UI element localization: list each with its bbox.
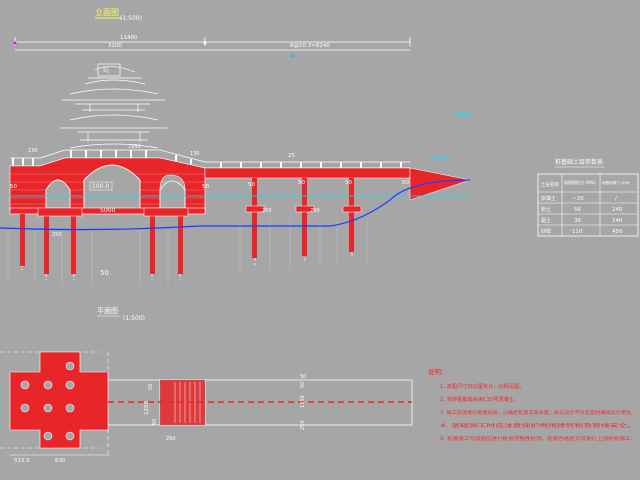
svg-text:36: 36 bbox=[574, 218, 581, 224]
table-row: 粉土 56 240 bbox=[541, 206, 623, 213]
water-level-label: 设计水位 bbox=[430, 155, 450, 162]
table-row: 黏土 36 140 bbox=[541, 217, 623, 224]
plan-v-label-1: 50 bbox=[148, 384, 154, 390]
soil-hatch bbox=[7, 220, 368, 285]
note-item: 1. 本图尺寸均以厘米计，比例见图。 bbox=[440, 382, 524, 390]
svg-text:240: 240 bbox=[612, 207, 623, 213]
svg-text:~20: ~20 bbox=[572, 196, 584, 202]
note-item: 5. 桩基施工完成后应进行桩身完整性检测，检测合格后方可进行上部结构施工。 bbox=[440, 435, 636, 442]
beam-span bbox=[204, 167, 471, 201]
width-label: 5000 bbox=[100, 207, 115, 214]
table-row: 杂填土 ~20 / bbox=[541, 195, 617, 202]
dim-label-a: 130 bbox=[28, 148, 38, 154]
plan-view: 平面图 (1:500) bbox=[0, 307, 413, 464]
pile-shafts bbox=[20, 178, 354, 274]
svg-text:56: 56 bbox=[574, 207, 581, 213]
elevation-view: 立面图 (1:500) 11400 3200 8@10.3=8240 bbox=[0, 7, 471, 285]
pile-mark: 50 bbox=[100, 269, 109, 277]
pier-label-1: 50 bbox=[10, 184, 17, 190]
plan-dim-left: 515.5 bbox=[14, 458, 30, 464]
top-dimensions bbox=[14, 37, 411, 51]
dim-label-c: 1950 bbox=[128, 144, 141, 150]
table-header-3: 地基承载力 [kPa] bbox=[602, 180, 631, 185]
plan-width-dim: 1250 bbox=[144, 401, 150, 415]
dim-total-text: 11400 bbox=[120, 35, 138, 41]
svg-text:粉土: 粉土 bbox=[541, 206, 551, 213]
dim-right-text: 8@10.3=8240 bbox=[290, 43, 330, 49]
riverbed-line bbox=[0, 179, 471, 231]
plan-v-label-4: 250 bbox=[300, 420, 306, 430]
mid-dot bbox=[203, 41, 207, 45]
svg-text:450: 450 bbox=[612, 229, 623, 235]
ground-note: 地面线 bbox=[455, 111, 470, 118]
svg-text:140: 140 bbox=[612, 218, 623, 224]
note-item: 4. 基础施工时应注意保护周围建筑物及管线安全。 bbox=[440, 422, 636, 429]
plan-dim-mid: 630 bbox=[55, 458, 66, 464]
plan-v-label-2: 50 bbox=[152, 419, 158, 425]
elevation-scale: (1:500) bbox=[120, 15, 142, 22]
bridge-height-label: 100.0 bbox=[92, 183, 109, 190]
plan-scale: (1:500) bbox=[123, 315, 145, 322]
plan-v-label-3: 50 bbox=[300, 382, 306, 388]
svg-text:杂填土: 杂填土 bbox=[541, 195, 556, 202]
design-notes: 说明： 1. 本图尺寸均以厘米计，比例见图。 2. 本桥桩基础采用C35号混凝土… bbox=[428, 367, 636, 442]
pier-label-6: 50 bbox=[402, 180, 409, 186]
railing-posts bbox=[12, 150, 402, 168]
svg-text:砂砾: 砂砾 bbox=[541, 228, 551, 235]
pavilion-drawing bbox=[60, 63, 168, 149]
table-title: 桩基础土层参数表 bbox=[555, 158, 603, 166]
abutment-wedge bbox=[409, 167, 471, 201]
elevation-title: 立面图 bbox=[95, 7, 119, 17]
pile-caps bbox=[37, 205, 362, 217]
cyan-marker bbox=[291, 54, 295, 58]
pier-label-4: 50 bbox=[298, 180, 305, 186]
dim-label-d: 250 bbox=[52, 232, 62, 238]
plan-v-label-5: 250 bbox=[166, 436, 176, 442]
pile-holes bbox=[20, 361, 75, 441]
top-label: 25 bbox=[288, 153, 295, 159]
svg-text:110: 110 bbox=[572, 229, 583, 235]
dim-label-e: 250 bbox=[262, 208, 272, 214]
plan-abutment bbox=[9, 351, 109, 449]
pier-label-5: 50 bbox=[345, 180, 352, 186]
dim-label-b: 130 bbox=[190, 151, 200, 157]
pier-label-2: 50 bbox=[202, 184, 209, 190]
table-row: 砂砾 110 450 bbox=[541, 228, 623, 235]
svg-text:黏土: 黏土 bbox=[541, 217, 551, 224]
dim-left-text: 3200 bbox=[108, 43, 122, 49]
note-item: 3. 施工前须进行地质钻探，以确定桩基实际长度，如与设计不符应及时通知设计单位。 bbox=[440, 409, 636, 416]
plan-title: 平面图 bbox=[97, 307, 118, 315]
note-item: 2. 本桥桩基础采用C35号混凝土。 bbox=[440, 395, 519, 403]
soil-table: 桩基础土层参数表 土层名称 极限侧阻力 (KPa) 地基承载力 [kPa] 杂填… bbox=[537, 158, 639, 237]
height-label-box bbox=[89, 181, 113, 191]
plan-center-dim: 1350 bbox=[300, 395, 306, 408]
origin-dot bbox=[13, 41, 17, 45]
pavilion-mark: 5| bbox=[103, 67, 109, 74]
notes-heading: 说明： bbox=[428, 367, 448, 376]
table-header-1: 土层名称 bbox=[541, 181, 559, 188]
table-header-2: 极限侧阻力 (KPa) bbox=[564, 179, 596, 185]
dim-label-f: 250 bbox=[310, 208, 320, 214]
svg-text:/: / bbox=[615, 196, 617, 202]
pier-label-3: 50 bbox=[248, 182, 255, 188]
plan-mark: 50 bbox=[300, 374, 306, 380]
